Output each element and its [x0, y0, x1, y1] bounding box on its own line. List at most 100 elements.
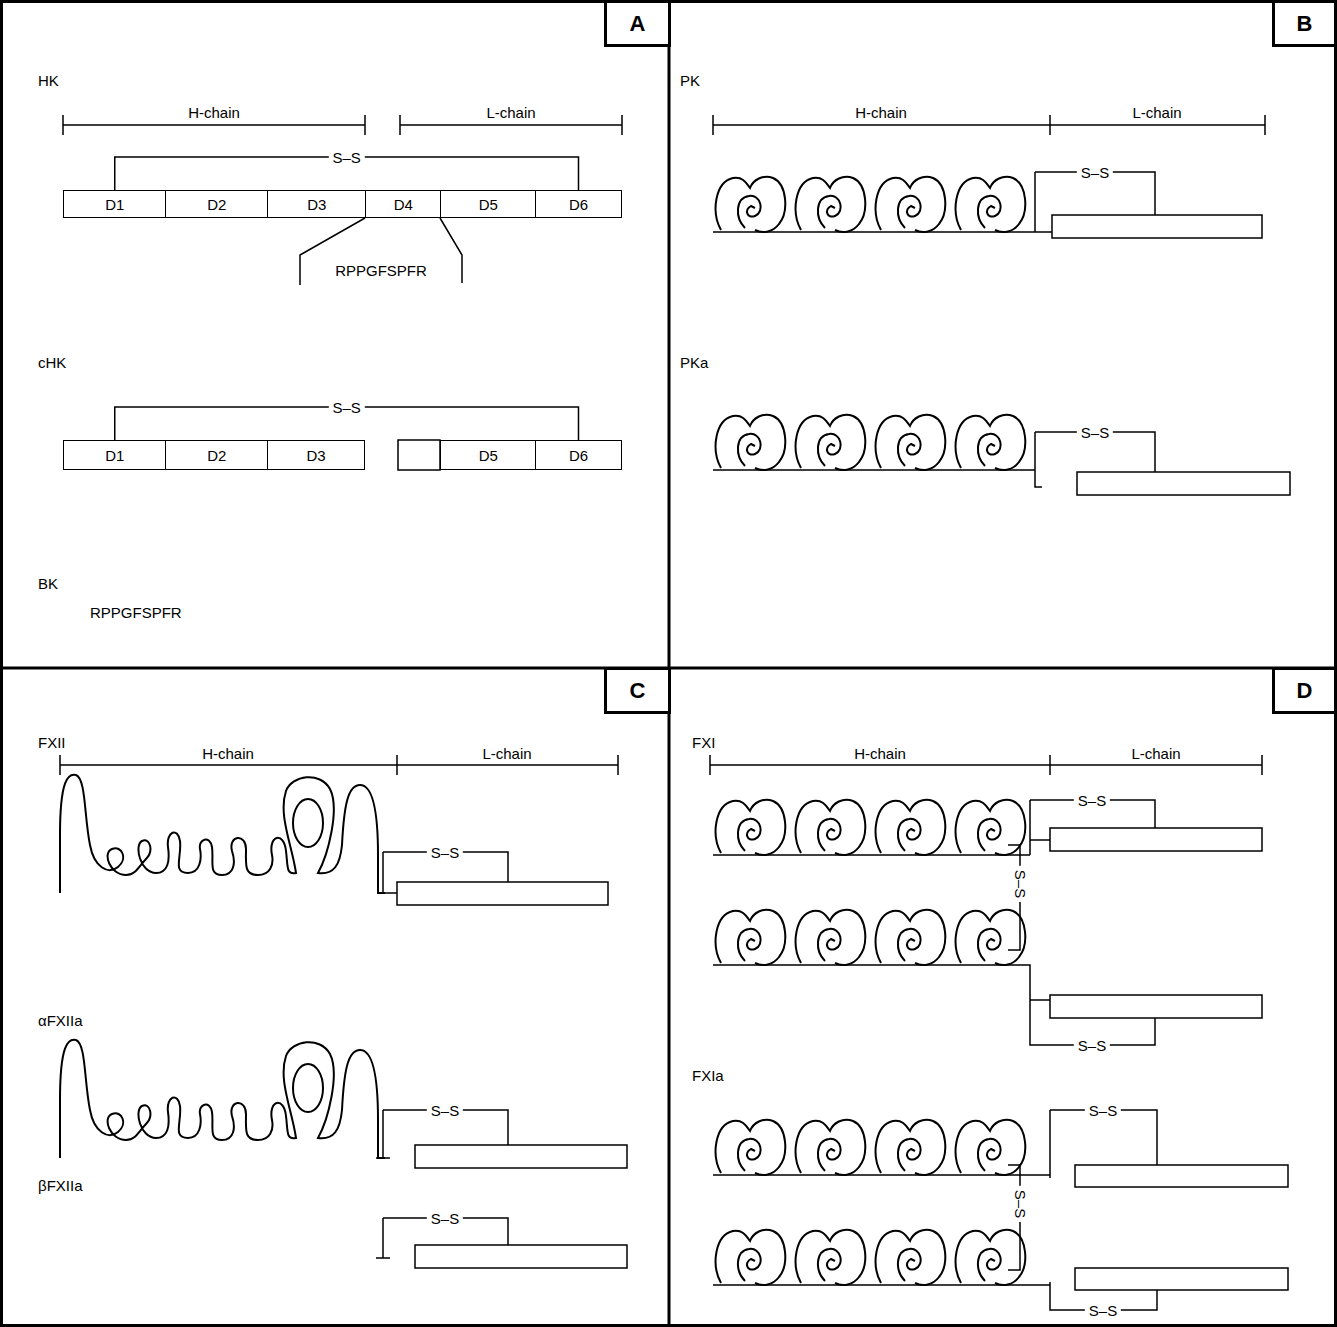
protein-label: PKa [680, 355, 708, 370]
domain-name: D2 [207, 447, 226, 464]
bond-label: S–S [1085, 1302, 1121, 1319]
domain-box: D5 [440, 440, 537, 470]
apple-domain [716, 177, 786, 232]
protein-label: βFXIIa [38, 1178, 82, 1193]
domain-name: D4 [394, 196, 413, 213]
bond-label: S–S [328, 149, 364, 166]
domain-box: D6 [535, 190, 622, 218]
protein-label: PK [680, 73, 700, 88]
chain-label: L-chain [1132, 105, 1181, 120]
bond-label: S–S [1085, 1102, 1121, 1119]
apple-domain [796, 177, 866, 232]
catalytic-domain [1075, 1165, 1288, 1187]
domain-box: D3 [267, 190, 367, 218]
domain-box: D4 [365, 190, 442, 218]
domain-name: D1 [105, 196, 124, 213]
chain-bracket [713, 115, 1265, 135]
panel-letter-text: D [1297, 678, 1313, 704]
domain-box: D2 [165, 190, 269, 218]
chain-label: H-chain [188, 105, 240, 120]
domain-name: D3 [307, 196, 326, 213]
panel-letter: B [1272, 0, 1337, 47]
leader-line [300, 218, 462, 285]
catalytic-domain [1075, 1268, 1288, 1290]
apple-domain [796, 1230, 866, 1285]
domain-box: D3 [267, 440, 365, 470]
bond-label: S–S [427, 844, 463, 861]
chain-bracket [60, 755, 618, 775]
apple-domain [796, 415, 866, 470]
domain-name: D6 [569, 447, 588, 464]
chain-label: H-chain [202, 746, 254, 761]
domain-box: D5 [440, 190, 537, 218]
protein-label: cHK [38, 355, 66, 370]
apple-domain [956, 415, 1026, 470]
apple-domain [956, 1120, 1026, 1175]
apple-domain [956, 177, 1026, 232]
bond-label: S–S [1012, 1186, 1029, 1222]
chain-label: L-chain [482, 746, 531, 761]
apple-domain [716, 415, 786, 470]
apple-domain [876, 910, 946, 965]
apple-domain [876, 1230, 946, 1285]
catalytic-domain [397, 882, 608, 905]
bond-label: S–S [1077, 424, 1113, 441]
bond-label: S–S [1077, 164, 1113, 181]
domain-box: D6 [535, 440, 622, 470]
cleaved-domain [398, 440, 440, 470]
domain-box: D2 [165, 440, 269, 470]
chain-label: L-chain [486, 105, 535, 120]
catalytic-domain [1050, 995, 1262, 1018]
chain-label: L-chain [1131, 746, 1180, 761]
apple-domain [876, 177, 946, 232]
apple-domain [716, 1230, 786, 1285]
domain-box: D1 [63, 440, 167, 470]
protein-label: FXI [692, 735, 715, 750]
apple-domain [716, 910, 786, 965]
panel-letter-text: C [630, 678, 646, 704]
bond-label: S–S [328, 399, 364, 416]
bond-label: S–S [1074, 792, 1110, 809]
apple-domain [796, 800, 866, 855]
fxii-heavy-chain [60, 775, 385, 893]
apple-domain [796, 910, 866, 965]
apple-domain [716, 1120, 786, 1175]
catalytic-domain [415, 1145, 627, 1168]
protein-label: FXII [38, 735, 66, 750]
panel-letter: C [604, 667, 671, 714]
catalytic-domain [415, 1245, 627, 1268]
bond-label: S–S [1074, 1037, 1110, 1054]
apple-domain [796, 1120, 866, 1175]
protein-label: HK [38, 73, 59, 88]
protein-label: FXIa [692, 1068, 724, 1083]
sequence-label: RPPGFSPFR [335, 263, 427, 278]
apple-domain [716, 800, 786, 855]
apple-domain [876, 415, 946, 470]
apple-domain [876, 800, 946, 855]
bond-label: S–S [427, 1102, 463, 1119]
chain-label: H-chain [855, 105, 907, 120]
protein-label: BK [38, 576, 58, 591]
domain-name: D1 [105, 447, 124, 464]
sequence-label: RPPGFSPFR [90, 605, 182, 620]
domain-box: D1 [63, 190, 167, 218]
domain-name: D3 [306, 447, 325, 464]
panel-letter-text: B [1297, 11, 1313, 37]
domain-name: D2 [207, 196, 226, 213]
domain-name: D5 [479, 447, 498, 464]
panel-letter: A [604, 0, 671, 47]
panel-letter: D [1272, 667, 1337, 714]
apple-domain [956, 910, 1026, 965]
catalytic-domain [1052, 215, 1262, 238]
protein-label: αFXIIa [38, 1013, 83, 1028]
chain-bracket [63, 115, 622, 135]
catalytic-domain [1077, 472, 1290, 495]
fxii-heavy-chain [60, 1040, 385, 1158]
chain-label: H-chain [854, 746, 906, 761]
domain-name: D6 [569, 196, 588, 213]
panel-letter-text: A [630, 11, 646, 37]
catalytic-domain [1050, 828, 1262, 851]
domain-name: D5 [479, 196, 498, 213]
apple-domain [956, 1230, 1026, 1285]
